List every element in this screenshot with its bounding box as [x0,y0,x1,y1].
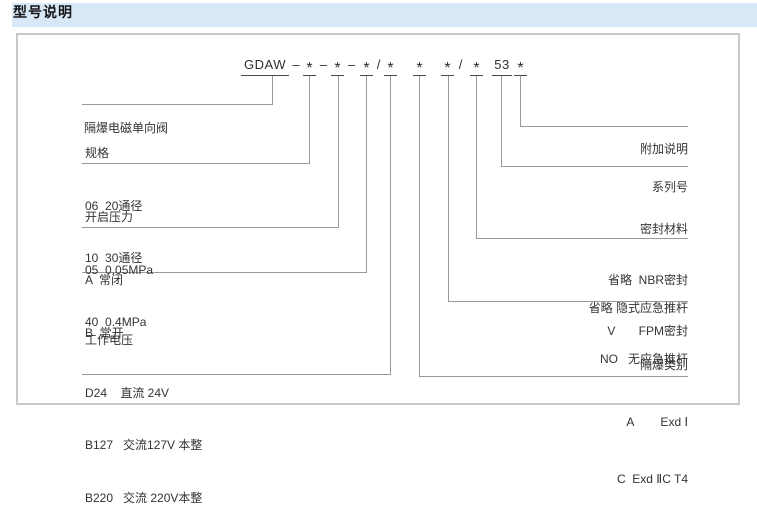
connector-vline-additional [520,76,521,126]
label-line: 40 0.4MPa [85,315,147,329]
connector-hline-spec [82,163,310,164]
label-line: 省略 NBR密封 [607,273,688,287]
section-header-bar [12,3,757,27]
label-line: 隔爆类别 [639,358,688,372]
connector-hline-seal [476,238,688,239]
code-seg-53: 53 [492,57,512,76]
label-line: B127 交流127V 本整 [85,438,203,452]
label-line: 附加说明 [639,142,688,156]
code-seg-star-4: * [384,57,397,77]
label-line: D24 直流 24V [85,385,170,400]
code-seg-star-5: * [413,57,426,77]
label-line: 省略 隐式应急推杆 [588,301,688,315]
code-seg-star-8: * [514,57,527,77]
label-line: 工作电压 [85,333,134,347]
connector-vline-pressure [338,76,339,227]
label-line: C Exd ⅡC T4 [616,472,688,486]
code-seg-dash-3: – [347,57,356,72]
right-group-seal: 密封材料 省略 NBR密封 V FPM密封 [607,187,688,357]
label-line: A 常闭 [85,273,124,287]
left-group-product: 隔爆电磁单向阀 [84,85,168,155]
connector-vline-spec [309,76,310,163]
left-group-state: A 常闭 B 常开 [85,237,124,360]
label-line: 隔爆电磁单向阀 [84,121,169,135]
label-line: NO 无应急推杆 [599,352,688,366]
code-seg-slash-2: / [458,57,463,72]
section-title: 型号说明 [13,4,73,20]
connector-vline-pushrod [448,76,449,301]
label-line: 05 0.05MPa [85,262,154,277]
connector-hline-product [82,104,273,105]
connector-hline-state [82,272,367,273]
code-seg-star-6: * [441,57,454,77]
connector-hline-voltage [82,374,391,375]
left-group-pressure: 开启压力 05 0.05MPa 40 0.4MPa [85,174,153,349]
connector-hline-exd [419,376,688,377]
connector-vline-product [272,76,273,104]
label-line: 系列号 [651,180,688,194]
connector-hline-additional [520,126,688,127]
connector-hline-series [501,166,688,167]
label-line: B220 交流 220V本整 [85,490,203,505]
label-line: A Exd Ⅰ [626,415,688,429]
code-seg-dash-2: – [319,57,328,72]
right-group-additional: 附加说明 [640,107,688,175]
code-seg-dash-1: – [292,57,300,72]
code-seg-star-2: * [331,57,344,77]
left-group-voltage: 工作电压 D24 直流 24V B127 交流127V 本整 B220 交流 2… [85,297,202,525]
label-line: 开启压力 [85,210,134,224]
code-seg-star-7: * [470,57,483,77]
code-seg-slash-1: / [376,57,381,72]
code-seg-star-3: * [360,57,373,77]
connector-vline-state [366,76,367,272]
diagram-frame [16,33,740,405]
label-line: 10 30通径 [85,251,143,265]
connector-hline-pushrod [448,301,688,302]
right-group-exd: 隔爆类别 A Exd Ⅰ C Exd ⅡC T4 [617,318,688,508]
connector-hline-pressure [82,227,339,228]
connector-vline-exd [419,76,420,376]
left-group-spec: 规格 06 20通径 10 30通径 [85,110,142,285]
connector-vline-seal [476,76,477,238]
code-seg-gdaw: GDAW [241,57,289,76]
label-line: B 常开 [85,325,124,340]
right-group-pushrod: 省略 隐式应急推杆 NO 无应急推杆 [589,266,688,385]
label-line: 06 20通径 [85,198,143,213]
label-line: 密封材料 [639,222,688,236]
connector-vline-series [501,76,502,166]
right-group-series: 系列号 [652,145,688,213]
label-line: 规格 [85,146,110,160]
code-seg-star-1: * [303,57,316,77]
label-line: V FPM密封 [607,324,688,338]
connector-vline-voltage [390,76,391,374]
